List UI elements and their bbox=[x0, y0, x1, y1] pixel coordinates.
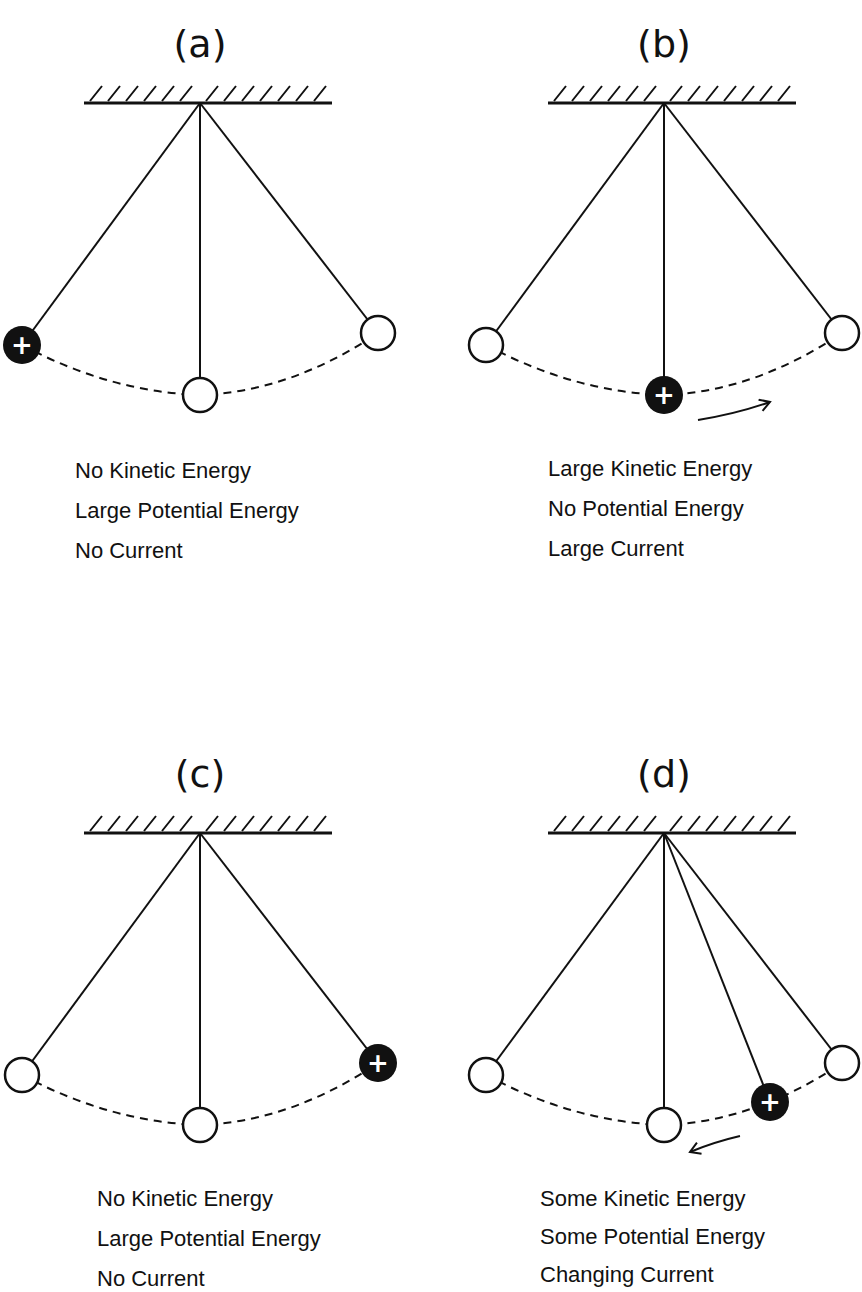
pendulum-bob: + bbox=[751, 1083, 789, 1121]
charge-sign: + bbox=[759, 1089, 781, 1115]
pendulum-bob: + bbox=[645, 376, 683, 414]
caption-line: Large Kinetic Energy bbox=[548, 456, 752, 482]
caption-line: Large Current bbox=[548, 536, 684, 562]
panel-letter: (b) bbox=[637, 22, 691, 66]
caption-line: No Kinetic Energy bbox=[97, 1186, 273, 1212]
caption-line: Some Kinetic Energy bbox=[540, 1186, 745, 1212]
pendulum-bob: + bbox=[3, 326, 41, 364]
caption-line: Changing Current bbox=[540, 1262, 714, 1288]
caption-line: Large Potential Energy bbox=[97, 1226, 321, 1252]
panel-letter: (c) bbox=[175, 752, 226, 796]
caption-line: No Current bbox=[97, 1266, 205, 1292]
caption-line: No Current bbox=[75, 538, 183, 564]
caption-line: No Potential Energy bbox=[548, 496, 744, 522]
charge-sign: + bbox=[367, 1050, 389, 1076]
caption-line: No Kinetic Energy bbox=[75, 458, 251, 484]
panel-letter: (a) bbox=[174, 22, 227, 66]
panel-letter: (d) bbox=[637, 752, 691, 796]
charge-sign: + bbox=[653, 382, 675, 408]
caption-line: Some Potential Energy bbox=[540, 1224, 765, 1250]
pendulum-bob: + bbox=[359, 1044, 397, 1082]
caption-line: Large Potential Energy bbox=[75, 498, 299, 524]
charge-sign: + bbox=[11, 332, 33, 358]
